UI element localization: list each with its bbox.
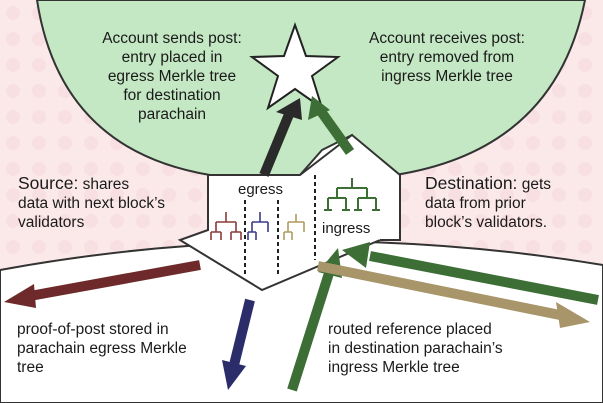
account-receives-text: Account receives post: entry removed fro… xyxy=(369,30,525,85)
proof-of-post-text: proof-of-post stored in parachain egress… xyxy=(17,321,187,376)
egress-tree-blue xyxy=(247,212,269,240)
ingress-label: ingress xyxy=(322,220,371,237)
proof-of-post-arrow xyxy=(4,260,201,308)
egress-tree-maroon xyxy=(210,212,242,240)
destination-text: Destination: gets data from prior block’… xyxy=(425,173,552,232)
source-text: Source: shares data with next block’s va… xyxy=(18,173,166,232)
routed-reference-text: routed reference placed in destination p… xyxy=(328,321,503,376)
account-sends-text: Account sends post: entry placed in egre… xyxy=(102,30,242,123)
tan-arrow xyxy=(317,261,590,328)
egress-tree-tan xyxy=(283,214,305,240)
egress-label: egress xyxy=(238,181,284,198)
send-arrow xyxy=(259,98,302,177)
down-arrow-navy xyxy=(222,298,255,390)
receive-arrow xyxy=(308,96,355,155)
ingress-tree-green xyxy=(324,178,380,211)
account-star-icon xyxy=(249,22,341,111)
green-incoming-arrow xyxy=(342,242,599,305)
